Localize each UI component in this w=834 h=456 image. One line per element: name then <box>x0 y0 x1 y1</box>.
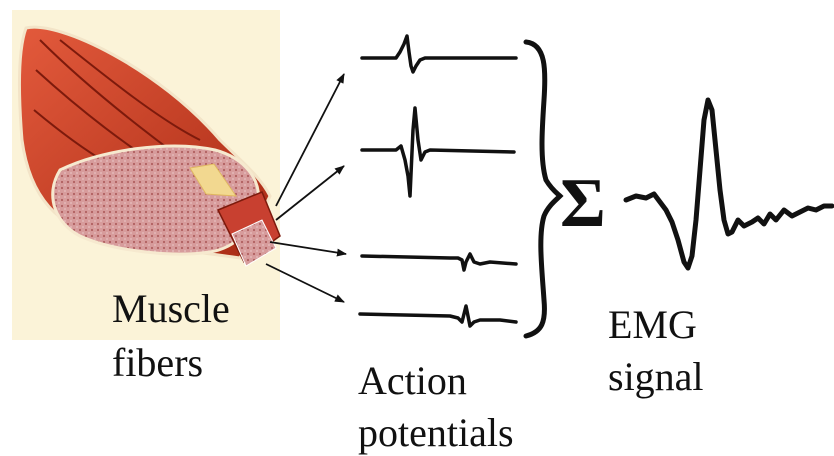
muscle-fibers-label-line2: fibers <box>112 340 203 386</box>
summation-brace <box>526 42 560 336</box>
action-potential-trace-4 <box>360 306 516 326</box>
action-potential-trace-2 <box>362 108 514 196</box>
action-potentials-label-line2: potentials <box>358 410 514 456</box>
arrow-to-ap-1 <box>276 74 344 206</box>
emg-signal-label-line2: signal <box>608 354 704 400</box>
arrow-to-ap-2 <box>276 166 344 220</box>
action-potential-trace-1 <box>362 36 516 72</box>
muscle-cross-section <box>53 146 259 254</box>
action-potentials-label-line1: Action <box>358 358 467 404</box>
emg-signal-trace <box>626 100 832 268</box>
action-potential-traces <box>360 36 516 326</box>
muscle-fibers-label-line1: Muscle <box>112 286 230 332</box>
arrow-to-ap-3 <box>270 242 346 254</box>
sum-symbol: Σ <box>560 165 606 242</box>
action-potential-trace-3 <box>362 254 516 270</box>
emg-signal-label-line1: EMG <box>608 302 697 348</box>
